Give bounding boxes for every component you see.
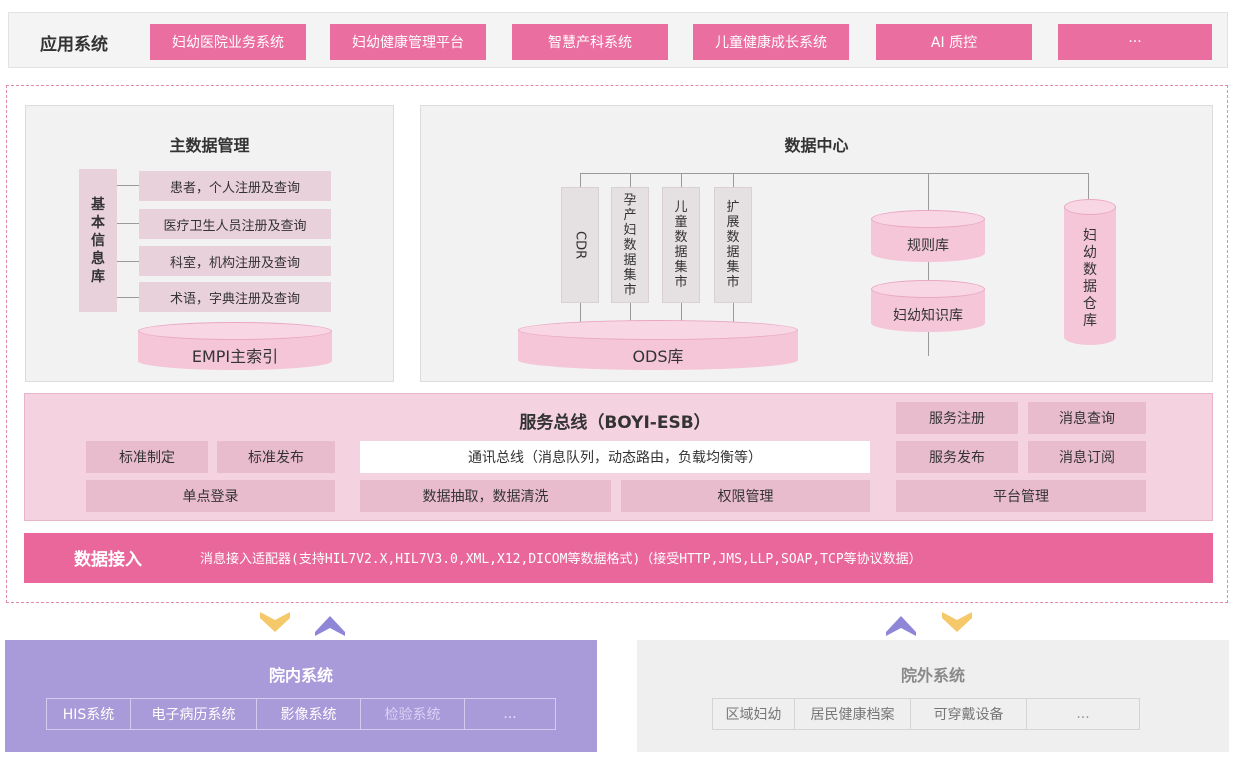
internal-systems-panel <box>5 640 597 752</box>
standard-making[interactable]: 标准制定 <box>86 441 208 473</box>
empi-label: EMPI主索引 <box>191 347 279 366</box>
arrow-up-icon <box>315 616 345 636</box>
warehouse-label-wrap: 妇幼数据仓库 <box>1064 215 1116 343</box>
staff-registration[interactable]: 医疗卫生人员注册及查询 <box>139 209 331 239</box>
patient-registration[interactable]: 患者，个人注册及查询 <box>139 171 331 201</box>
department-registration[interactable]: 科室，机构注册及查询 <box>139 246 331 276</box>
external-systems-list: 区域妇幼 居民健康档案 可穿戴设备 ... <box>712 698 1140 730</box>
app-maternal-health-platform[interactable]: 妇幼健康管理平台 <box>330 24 486 60</box>
connector <box>580 303 581 325</box>
ods-label: ODS库 <box>632 347 684 366</box>
service-registration[interactable]: 服务注册 <box>896 402 1018 434</box>
platform-management[interactable]: 平台管理 <box>896 480 1146 512</box>
application-layer-title: 应用系统 <box>40 35 108 55</box>
connector <box>733 303 734 325</box>
empi-database[interactable]: EMPI主索引 <box>138 322 332 370</box>
warehouse-database[interactable]: 妇幼数据仓库 <box>1064 199 1116 345</box>
warehouse-label: 妇幼数据仓库 <box>1083 228 1097 329</box>
external-system-more[interactable]: ... <box>1076 706 1090 722</box>
data-access-title: 数据接入 <box>74 550 142 570</box>
external-system-wearables[interactable]: 可穿戴设备 <box>911 699 1027 729</box>
external-systems-panel <box>637 640 1229 752</box>
child-data-mart-label: 儿童数据集市 <box>674 200 688 290</box>
connector <box>580 173 1088 174</box>
maternal-data-mart-label: 孕产妇数据集市 <box>623 192 637 298</box>
cdr-mart[interactable]: CDR <box>561 187 599 303</box>
rules-database[interactable]: 规则库 <box>871 210 985 262</box>
knowledge-label: 妇幼知识库 <box>893 308 963 324</box>
app-child-growth-system[interactable]: 儿童健康成长系统 <box>693 24 849 60</box>
app-smart-obstetrics-system[interactable]: 智慧产科系统 <box>512 24 668 60</box>
connector <box>630 173 631 187</box>
master-data-title: 主数据管理 <box>169 136 250 155</box>
extended-data-mart-label: 扩展数据集市 <box>726 200 740 290</box>
communication-bus[interactable]: 通讯总线（消息队列，动态路由，负载均衡等） <box>360 441 870 473</box>
internal-system-lab[interactable]: 检验系统 <box>361 699 465 729</box>
service-bus-title: 服务总线（BOYI-ESB） <box>519 413 711 433</box>
data-center-title: 数据中心 <box>784 136 849 155</box>
data-extraction[interactable]: 数据抽取，数据清洗 <box>360 480 611 512</box>
connector <box>630 303 631 325</box>
connector <box>117 223 139 224</box>
permission-management[interactable]: 权限管理 <box>621 480 870 512</box>
external-system-regional[interactable]: 区域妇幼 <box>713 699 795 729</box>
internal-system-imaging[interactable]: 影像系统 <box>257 699 361 729</box>
cdr-label: CDR <box>572 230 588 260</box>
app-more[interactable]: ··· <box>1058 24 1212 60</box>
extended-data-mart[interactable]: 扩展数据集市 <box>714 187 752 303</box>
child-data-mart[interactable]: 儿童数据集市 <box>662 187 700 303</box>
service-publishing[interactable]: 服务发布 <box>896 441 1018 473</box>
message-subscription[interactable]: 消息订阅 <box>1028 441 1146 473</box>
internal-systems-list: HIS系统 电子病历系统 影像系统 检验系统 ... <box>46 698 556 730</box>
arrow-down-icon <box>260 612 290 632</box>
app-ai-quality-control[interactable]: AI 质控 <box>876 24 1032 60</box>
external-systems-title: 院外系统 <box>900 666 965 685</box>
internal-system-emr[interactable]: 电子病历系统 <box>131 699 257 729</box>
base-info-library-label: 基本信息库 <box>91 196 105 285</box>
internal-system-his[interactable]: HIS系统 <box>47 699 131 729</box>
connector <box>117 297 139 298</box>
internal-systems-title: 院内系统 <box>268 666 333 685</box>
base-info-library[interactable]: 基本信息库 <box>79 169 117 312</box>
data-access-description: 消息接入适配器(支持HIL7V2.X,HIL7V3.0,XML,X12,DICO… <box>200 552 922 567</box>
internal-system-more[interactable]: ... <box>503 706 517 722</box>
connector <box>928 173 929 356</box>
connector <box>117 261 139 262</box>
app-maternal-hospital-system[interactable]: 妇幼医院业务系统 <box>150 24 306 60</box>
connector <box>681 173 682 187</box>
terminology-registration[interactable]: 术语，字典注册及查询 <box>139 282 331 312</box>
data-access-bar <box>24 533 1213 583</box>
arrow-down-icon <box>942 612 972 632</box>
platform-region <box>6 85 1228 603</box>
ods-database[interactable]: ODS库 <box>518 320 798 370</box>
connector <box>117 185 139 186</box>
knowledge-database[interactable]: 妇幼知识库 <box>871 280 985 332</box>
message-query[interactable]: 消息查询 <box>1028 402 1146 434</box>
connector <box>733 173 734 187</box>
external-system-health-record[interactable]: 居民健康档案 <box>795 699 911 729</box>
connector <box>681 303 682 325</box>
maternal-data-mart[interactable]: 孕产妇数据集市 <box>611 187 649 303</box>
connector <box>580 173 581 187</box>
rules-label: 规则库 <box>907 238 949 254</box>
single-sign-on[interactable]: 单点登录 <box>86 480 335 512</box>
standard-publishing[interactable]: 标准发布 <box>217 441 335 473</box>
connector <box>1088 173 1089 199</box>
arrow-up-icon <box>886 616 916 636</box>
